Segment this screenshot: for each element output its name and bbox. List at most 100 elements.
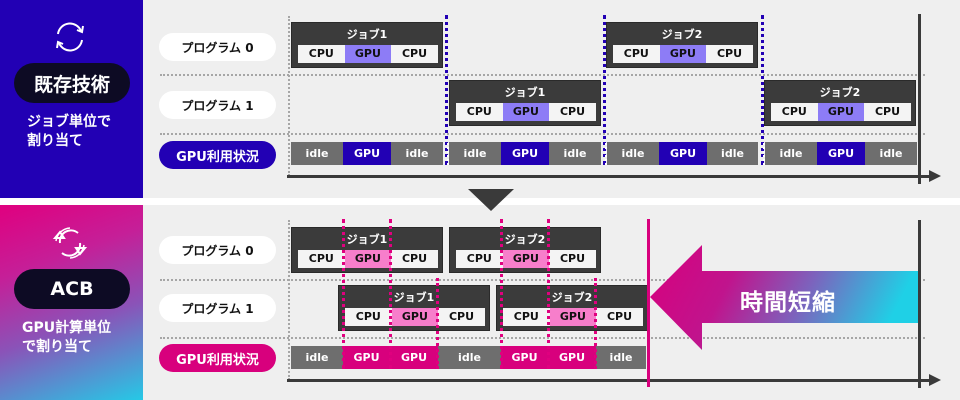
gpu-phase-boundary [389, 219, 392, 369]
existing-tech-sidebar: 既存技術 ジョブ単位で 割り当て [0, 0, 143, 198]
cpu-cell: CPU [456, 103, 503, 121]
cpu-cell: CPU [613, 45, 660, 63]
job-title: ジョブ1 [346, 28, 388, 41]
time-axis [287, 379, 929, 382]
acb-description: GPU計算単位 で割り当て [22, 319, 111, 357]
segment-separator [763, 143, 765, 165]
job-title: ジョブ1 [504, 86, 546, 99]
row-label-gpu-usage: GPU利用状況 [159, 141, 276, 169]
gpu-cell: GPU [502, 103, 550, 121]
gpu-phase-boundary [342, 219, 345, 369]
row-divider [160, 337, 925, 339]
acb-badge: ACB [14, 269, 130, 309]
gpu-phase-boundary [500, 219, 503, 369]
gpu-segment: GPU [501, 142, 549, 165]
gpu-segment: GPU [817, 142, 865, 165]
time-axis-arrowhead [929, 170, 941, 182]
description-line: ジョブ単位で [27, 114, 111, 130]
job-block: ジョブ1 CPU GPU CPU [291, 227, 443, 273]
row-label-gpu-usage: GPU利用状況 [159, 344, 276, 372]
gpu-segment: GPU [390, 346, 438, 369]
job-title: ジョブ2 [551, 291, 593, 304]
job-boundary-line [761, 15, 764, 165]
start-guide-line [288, 220, 290, 380]
gpu-cell: GPU [344, 45, 392, 63]
job-block: ジョブ2 CPU GPU CPU [496, 285, 648, 331]
refresh-cycle-icon [56, 22, 84, 52]
gpu-segment: GPU [501, 346, 548, 369]
job-title: ジョブ2 [661, 28, 703, 41]
idle-segment: idle [291, 142, 343, 165]
gpu-phase-boundary [436, 278, 439, 369]
time-saving-label: 時間短縮 [740, 290, 836, 316]
down-arrow-icon [468, 189, 514, 211]
start-guide-line [288, 16, 290, 176]
row-label-program1: プログラム 1 [159, 294, 276, 322]
gpu-segment: GPU [343, 346, 390, 369]
cpu-cell: CPU [391, 250, 438, 268]
cpu-cell: CPU [596, 308, 643, 326]
time-axis [287, 175, 929, 178]
gpu-cell: GPU [817, 103, 865, 121]
gpu-segment: GPU [548, 346, 596, 369]
job-block: ジョブ2 CPU GPU CPU [764, 80, 916, 126]
gpu-segment: GPU [659, 142, 707, 165]
row-label-program0: プログラム 0 [159, 236, 276, 264]
job-title: ジョブ2 [504, 233, 546, 246]
acb-sidebar: ACB GPU計算単位 で割り当て [0, 205, 143, 400]
cpu-cell: CPU [298, 250, 345, 268]
idle-segment: idle [865, 142, 917, 165]
gpu-segment: GPU [343, 142, 391, 165]
gpu-cell: GPU [549, 308, 597, 326]
cpu-cell: CPU [549, 103, 596, 121]
job-block: ジョブ1 CPU GPU CPU [338, 285, 490, 331]
gpu-phase-boundary [547, 219, 550, 369]
cpu-cell: CPU [438, 308, 485, 326]
idle-segment: idle [438, 346, 501, 369]
idle-segment: idle [596, 346, 646, 369]
cpu-cell: CPU [391, 45, 438, 63]
gpu-cell: GPU [391, 308, 439, 326]
gpu-phase-boundary [594, 278, 597, 369]
cpu-cell: CPU [503, 308, 550, 326]
cpu-cell: CPU [456, 250, 503, 268]
cpu-cell: CPU [864, 103, 911, 121]
row-label-program0: プログラム 0 [159, 33, 276, 61]
existing-tech-description: ジョブ単位で 割り当て [27, 113, 111, 151]
idle-segment: idle [765, 142, 817, 165]
row-label-program1: プログラム 1 [159, 91, 276, 119]
idle-segment: idle [391, 142, 443, 165]
idle-segment: idle [707, 142, 758, 165]
idle-segment: idle [549, 142, 601, 165]
job-title: ジョブ1 [393, 291, 435, 304]
gpu-cell: GPU [502, 250, 550, 268]
gpu-cell: GPU [344, 250, 392, 268]
end-time-line [918, 14, 921, 184]
cpu-cell: CPU [298, 45, 345, 63]
idle-segment: idle [449, 142, 501, 165]
job-block: ジョブ1 CPU GPU CPU [449, 80, 601, 126]
description-line: 割り当て [27, 133, 83, 149]
cpu-cell: CPU [706, 45, 753, 63]
refresh-fast-icon [52, 227, 88, 259]
description-line: で割り当て [22, 339, 92, 355]
gpu-cell: GPU [659, 45, 707, 63]
cpu-cell: CPU [345, 308, 392, 326]
segment-separator [447, 143, 449, 165]
time-axis-arrowhead [929, 374, 941, 386]
job-title: ジョブ2 [819, 86, 861, 99]
job-block: ジョブ2 CPU GPU CPU [606, 22, 758, 68]
idle-segment: idle [291, 346, 343, 369]
job-boundary-line [603, 15, 606, 165]
cpu-cell: CPU [771, 103, 818, 121]
cpu-cell: CPU [549, 250, 596, 268]
row-divider [160, 133, 925, 135]
job-block: ジョブ2 CPU GPU CPU [449, 227, 601, 273]
row-divider [160, 279, 925, 281]
existing-tech-badge: 既存技術 [14, 63, 130, 103]
end-time-line [918, 220, 921, 388]
acb-end-time-line [647, 219, 650, 387]
segment-separator [605, 143, 607, 165]
description-line: GPU計算単位 [22, 320, 112, 336]
idle-segment: idle [607, 142, 659, 165]
